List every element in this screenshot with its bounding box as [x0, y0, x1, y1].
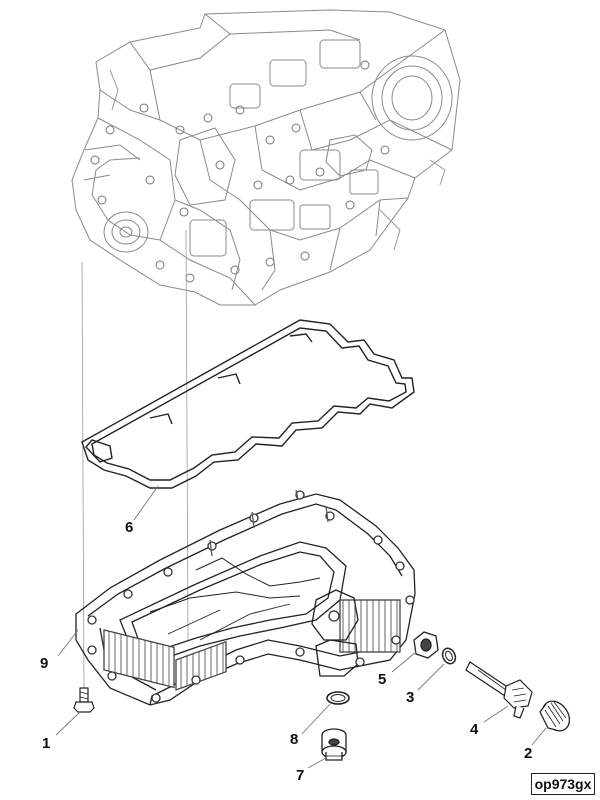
callout-6: 6 — [125, 519, 133, 536]
oil-level-sensor — [465, 661, 533, 719]
engine-block — [71, 9, 461, 306]
figure-reference-code: op973gx — [531, 773, 595, 795]
callout-9: 9 — [40, 655, 48, 672]
callout-7: 7 — [296, 767, 304, 784]
callout-3: 3 — [406, 689, 414, 706]
oil-pan-gasket — [81, 319, 415, 489]
drain-plug-o-ring — [326, 691, 350, 705]
callout-4: 4 — [470, 721, 479, 738]
alignment-lines — [81, 229, 189, 691]
pan-bolt — [73, 687, 95, 713]
drain-plug — [321, 728, 347, 761]
callout-1: 1 — [42, 735, 50, 752]
leader-lines — [55, 485, 547, 769]
callout-5: 5 — [378, 671, 386, 688]
dipstick-tube-nut — [413, 631, 439, 659]
callout-2: 2 — [524, 745, 532, 762]
dipstick-seal-washer — [441, 647, 457, 665]
filler-cap — [539, 700, 571, 732]
callout-8: 8 — [290, 731, 298, 748]
oil-pan — [75, 489, 416, 706]
